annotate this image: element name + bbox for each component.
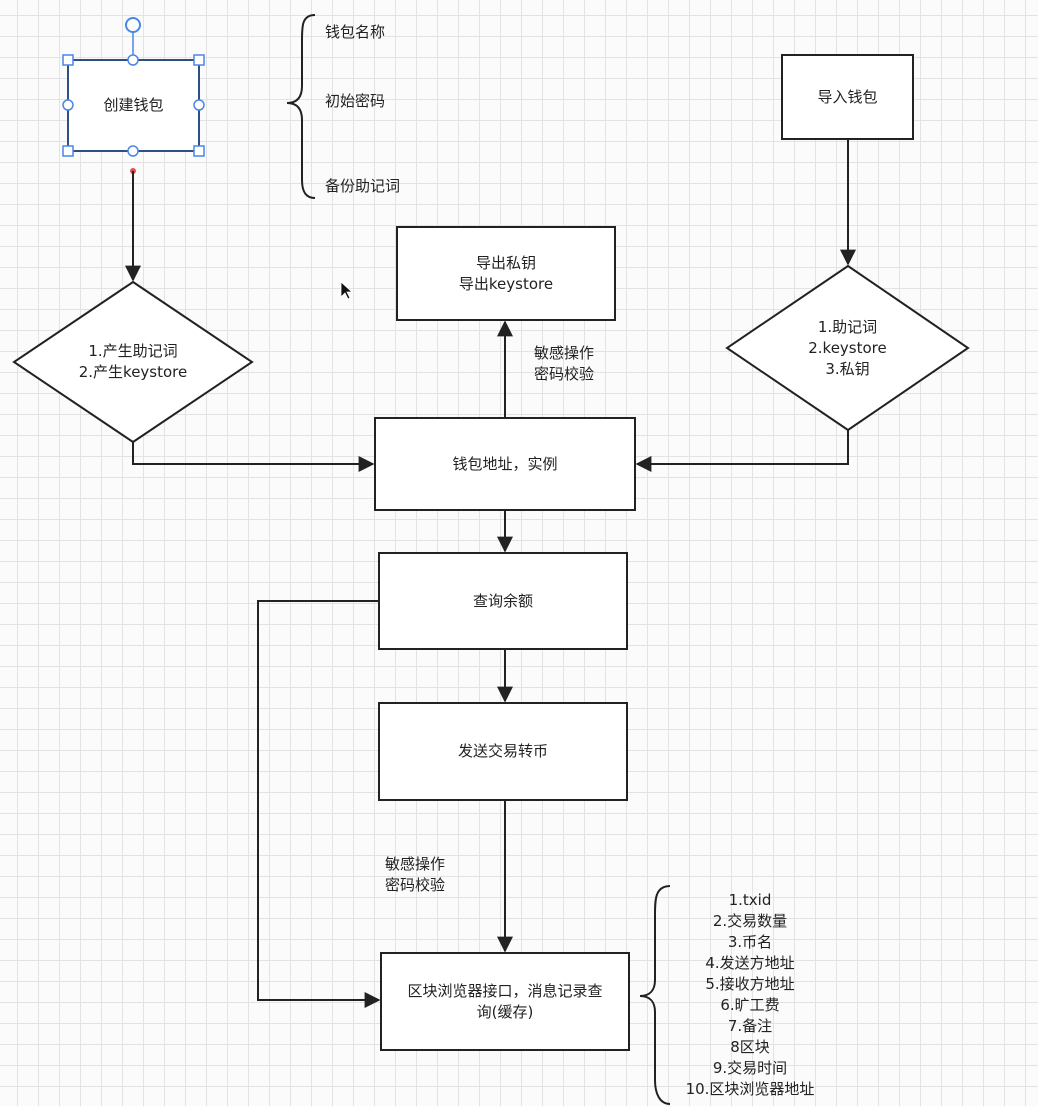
list-item: 5.接收方地址 [705,975,795,993]
create-wallet-box[interactable] [67,59,200,152]
generate-mnemonic: 1.产生助记词 [88,342,178,360]
explorer-fields-list: 1.txid 2.交易数量 3.币名 4.发送方地址 5.接收方地址 6.旷工费… [668,890,832,1100]
query-balance-box[interactable] [378,552,628,650]
create-fields-brace [286,14,316,199]
create-wallet-label: 创建钱包 [103,96,164,114]
export-check-label: 敏感操作 密码校验 [534,344,595,383]
list-item: 3.币名 [727,933,773,951]
import-wallet-label: 导入钱包 [817,87,878,106]
edge-generate-to-address [132,442,375,472]
explorer-box[interactable] [380,952,630,1051]
export-keystore: 导出keystore [458,274,554,293]
generate-label: 1.产生助记词 2.产生keystore [14,282,252,442]
mouse-cursor-icon [340,281,354,300]
explorer-label: 区块浏览器接口，消息记录查 询(缓存) [407,981,603,1021]
rotate-handle[interactable] [125,17,141,33]
field-wallet-name: 钱包名称 [325,23,386,41]
list-item: 6.旷工费 [720,996,780,1014]
list-item: 2.交易数量 [712,912,788,930]
selection-handles[interactable] [62,17,205,174]
send-tx-box[interactable] [378,702,628,801]
export-box[interactable] [396,226,616,321]
export-private-key: 导出私钥 [475,253,536,272]
import-option-keystore: 2.keystore [808,338,887,357]
field-initial-password: 初始密码 [325,92,386,110]
generate-keystore: 2.产生keystore [78,363,188,381]
list-item: 8区块 [730,1038,770,1056]
query-balance-label: 查询余额 [472,591,533,610]
wallet-address-label: 钱包地址，实例 [452,454,558,473]
edge-import-decision-to-address [635,430,849,472]
field-backup-mnemonic: 备份助记词 [325,177,401,195]
list-item: 7.备注 [727,1017,773,1035]
list-item: 10.区块浏览器地址 [685,1080,815,1098]
import-option-private-key: 3.私钥 [825,359,870,378]
send-tx-label: 发送交易转币 [457,742,548,760]
list-item: 4.发送方地址 [705,954,795,972]
edge-balance-to-explorer [257,600,381,1008]
import-option-mnemonic: 1.助记词 [817,317,878,336]
list-item: 9.交易时间 [712,1059,788,1077]
export-label: 导出私钥 导出keystore [397,227,615,320]
list-item: 1.txid [728,891,772,909]
import-options-label: 1.助记词 2.keystore 3.私钥 [727,266,968,430]
import-wallet-box[interactable] [781,54,914,140]
send-check-label: 敏感操作 密码校验 [385,855,446,894]
explorer-fields-brace [639,885,671,1105]
